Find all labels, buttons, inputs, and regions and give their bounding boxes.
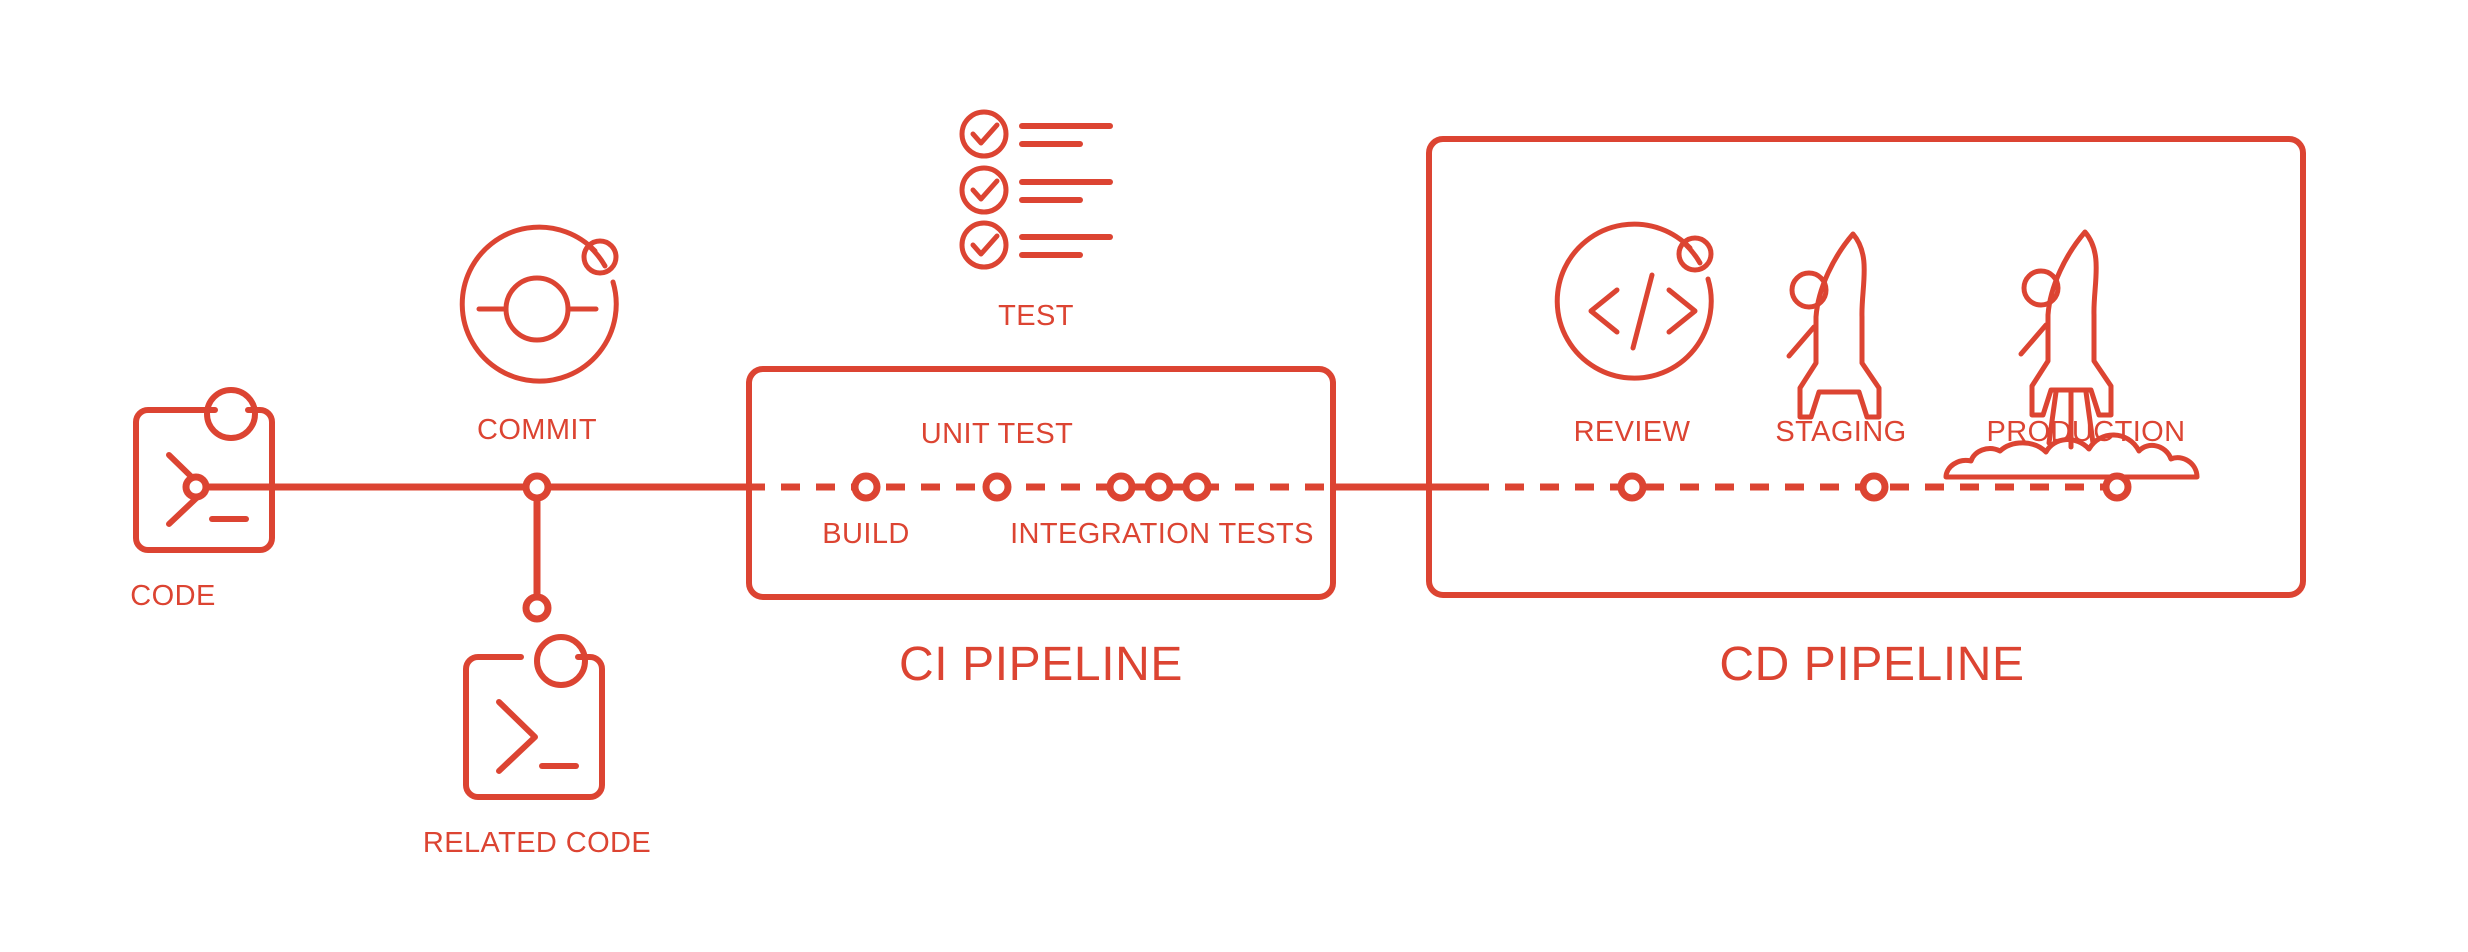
rail-node-start[interactable] [182,473,210,501]
staging-stage[interactable]: STAGING [1775,231,1906,502]
rail-node-build[interactable] [851,472,881,502]
rail-node-related-code[interactable] [522,593,552,623]
rail-node-integration-3[interactable] [1182,472,1212,502]
cd-pipeline-title: CD PIPELINE [1719,638,2024,691]
code-brackets-circle-icon [1554,221,1714,381]
build-label: BUILD [822,518,909,550]
rail-node-integration-1[interactable] [1106,472,1136,502]
review-stage[interactable]: REVIEW [1554,221,1714,502]
related-code-stage[interactable]: RELATED CODE [423,634,651,859]
production-label: PRODUCTION [1987,416,2186,448]
commit-node-icon [459,224,619,384]
production-stage[interactable]: PRODUCTION [1943,229,2200,502]
code-label: CODE [130,580,215,612]
integration-tests-label: INTEGRATION TESTS [1010,518,1314,550]
terminal-code-icon [133,387,275,553]
review-label: REVIEW [1574,416,1691,448]
rail-node-integration-2[interactable] [1144,472,1174,502]
unit-test-stage[interactable]: UNIT TEST [921,418,1073,502]
ci-pipeline-box [746,366,1336,600]
integration-tests-stage[interactable]: INTEGRATION TESTS [1010,472,1314,550]
staging-label: STAGING [1775,416,1906,448]
rail-node-staging[interactable] [1859,472,1889,502]
build-stage[interactable]: BUILD [822,472,909,550]
rail-node-review[interactable] [1617,472,1647,502]
rocket-launch-icon [1943,229,2200,480]
rail-node-commit[interactable] [522,472,552,502]
ci-pipeline-title: CI PIPELINE [899,638,1183,691]
rail-node-production[interactable] [2102,472,2132,502]
rail-node-unit-test[interactable] [982,472,1012,502]
commit-label: COMMIT [477,414,597,446]
checklist-icon [959,109,1113,270]
commit-stage[interactable]: COMMIT [459,224,619,446]
code-stage[interactable]: CODE [130,387,275,612]
unit-test-label: UNIT TEST [921,418,1073,450]
test-stage[interactable]: TEST [959,109,1113,332]
rocket-icon [1786,231,1882,420]
cd-pipeline-box [1426,136,2306,598]
terminal-code-icon [463,634,605,800]
test-label: TEST [998,300,1074,332]
related-code-label: RELATED CODE [423,827,651,859]
